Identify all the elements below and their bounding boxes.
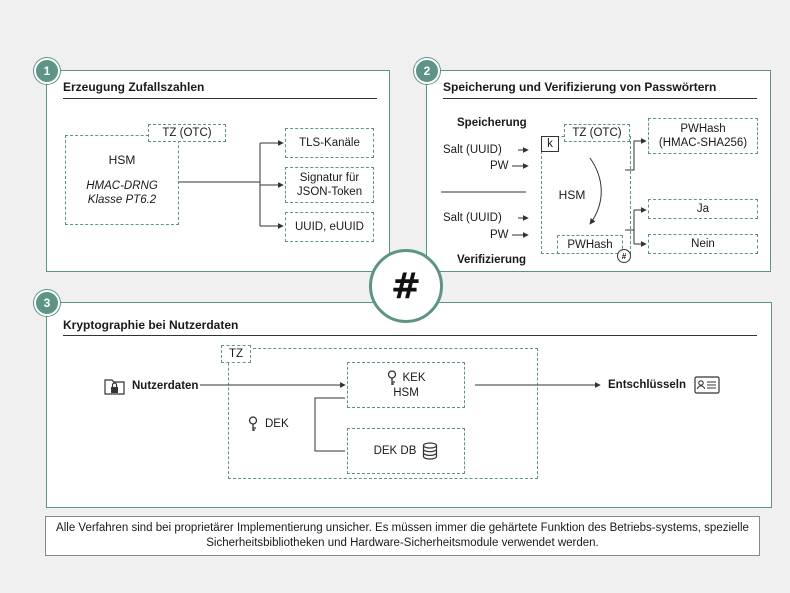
output-json-line-2: JSON-Token — [296, 186, 363, 198]
nutzerdaten-label: Nutzerdaten — [132, 380, 199, 392]
pw-input-2: PW — [490, 229, 509, 241]
output-nein: Nein — [648, 234, 758, 254]
output-json-token: Signatur für JSON-Token — [285, 167, 374, 203]
id-card-icon — [694, 376, 720, 394]
pwhash-box: PWHash — [557, 235, 623, 254]
entschluesseln-label: Entschlüsseln — [608, 379, 686, 391]
arrow-to-pwhash-out — [625, 138, 647, 171]
drng-line-1: HMAC-DRNG — [86, 180, 158, 192]
folder-lock-icon — [104, 379, 125, 395]
tz-otc-label-2: TZ (OTC) — [564, 124, 630, 142]
dek-db-box: DEK DB — [347, 428, 465, 474]
footer-text: Alle Verfahren sind bei proprietärer Imp… — [56, 522, 749, 549]
database-icon — [423, 442, 438, 460]
hash-center-badge: # — [369, 249, 443, 323]
hsm-label-3: HSM — [393, 387, 419, 399]
dek-item: DEK — [247, 416, 289, 432]
panel-1-badge: 1 — [34, 58, 60, 84]
output-tls: TLS-Kanäle — [285, 128, 374, 158]
hash-badge-small: # — [617, 249, 631, 263]
salt-input-1: Salt (UUID) — [443, 144, 502, 156]
panel-1-title: Erzeugung Zufallszahlen — [63, 80, 205, 94]
kek-row: KEK — [386, 370, 426, 386]
panel-3-rule — [63, 335, 757, 336]
dekdb-label: DEK DB — [373, 445, 417, 457]
drng-line-2: Klasse PT6.2 — [87, 194, 157, 206]
pw-input-1: PW — [490, 160, 509, 172]
output-json-line-1: Signatur für — [299, 172, 360, 184]
entschluesseln-item: Entschlüsseln — [608, 376, 720, 394]
panel-1-rule — [63, 98, 377, 99]
hsm-label-2: HSM — [558, 188, 586, 202]
panel-3-badge: 3 — [34, 290, 60, 316]
dek-bracket — [314, 397, 345, 452]
hsm-box-2: HSM — [541, 136, 631, 254]
panel-2-badge: 2 — [414, 58, 440, 84]
speicherung-label: Speicherung — [457, 117, 527, 129]
output-ja: Ja — [648, 199, 758, 219]
output-pwhash: PWHash (HMAC-SHA256) — [648, 118, 758, 154]
output-uuid: UUID, eUUID — [285, 212, 374, 242]
key-k-box: k — [541, 136, 559, 152]
panel-2-title: Speicherung und Verifizierung von Passwö… — [443, 80, 717, 94]
dek-label: DEK — [265, 418, 289, 430]
tz-label-3: TZ — [221, 345, 251, 363]
salt-input-2: Salt (UUID) — [443, 212, 502, 224]
verifizierung-label: Verifizierung — [457, 254, 527, 266]
output-pwhash-line-2: (HMAC-SHA256) — [658, 137, 748, 149]
footer-note: Alle Verfahren sind bei proprietärer Imp… — [45, 516, 760, 556]
nutzerdaten-item: Nutzerdaten — [104, 376, 198, 396]
key-icon — [388, 370, 397, 385]
kek-label: KEK — [402, 372, 426, 384]
tz-otc-label-1: TZ (OTC) — [148, 124, 226, 142]
tz-region — [228, 348, 538, 479]
panel-3-title: Kryptographie bei Nutzerdaten — [63, 318, 239, 332]
kek-hsm-box: KEK HSM — [347, 362, 465, 408]
key-icon — [248, 416, 258, 431]
panel-2-rule — [443, 98, 757, 99]
output-pwhash-line-1: PWHash — [680, 123, 726, 135]
hsm-label-1: HSM — [108, 153, 136, 167]
hsm-box-1: HSM HMAC-DRNG Klasse PT6.2 — [65, 135, 179, 225]
hsm-curve-arrow — [589, 157, 602, 225]
